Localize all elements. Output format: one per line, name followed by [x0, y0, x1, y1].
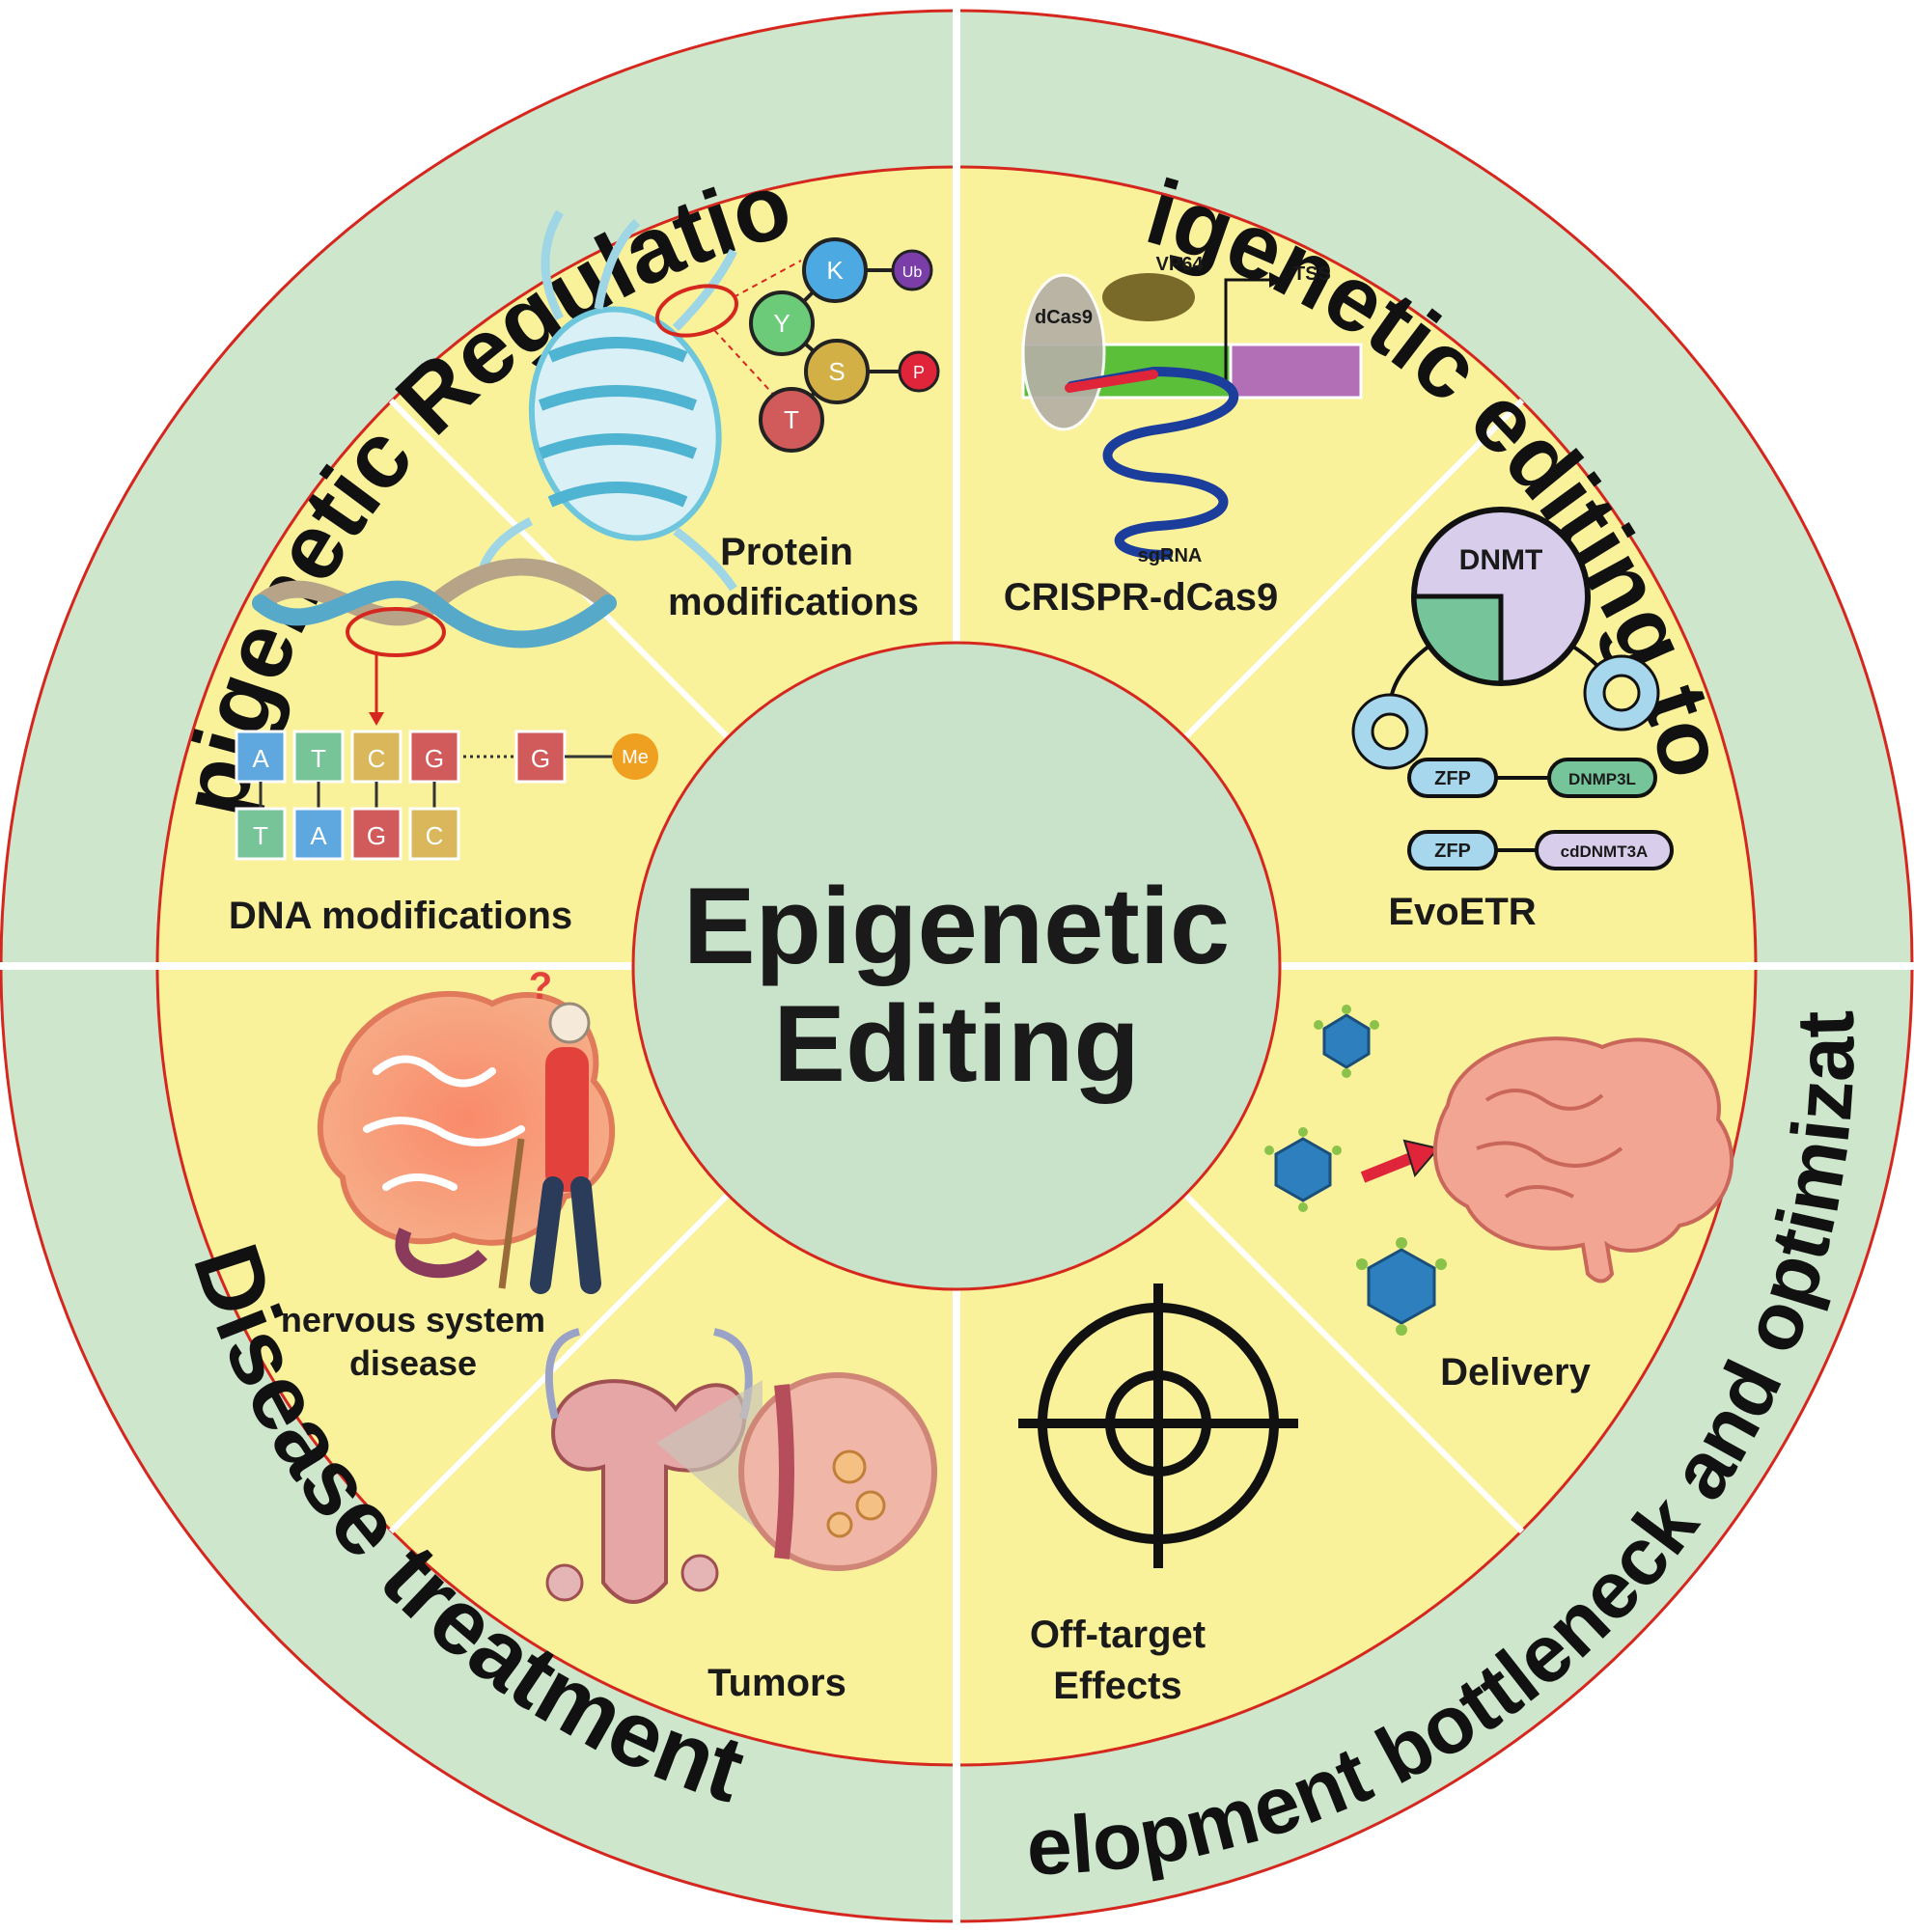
dna-modifications-segment: A T C G G Me T A G C DNA modifications [229, 558, 658, 937]
nucleosome-icon [478, 209, 738, 592]
virus-spikes [1264, 1005, 1447, 1336]
center-disc [631, 641, 1282, 1291]
svg-text:cdDNMT3A: cdDNMT3A [1561, 842, 1649, 861]
svg-text:G: G [425, 744, 444, 773]
svg-text:ZFP: ZFP [1434, 768, 1471, 789]
brain-icon [1432, 1036, 1734, 1283]
base-pair-links [259, 782, 436, 809]
tumors-segment: Tumors [544, 1328, 937, 1704]
bottom-strand: T A G C [235, 807, 460, 861]
tss-arrow [1224, 278, 1269, 386]
crispr-label: CRISPR-dCas9 [1004, 576, 1279, 619]
sgrna-strand [1067, 366, 1239, 560]
crispr-segment: dCas9 VP64 TSS sgRNA CRISPR-dCas9 [1004, 254, 1363, 619]
highlight-ring [654, 284, 739, 338]
protein-label-line1: Protein [720, 531, 853, 573]
svg-text:DNMP3L: DNMP3L [1568, 770, 1636, 788]
svg-text:T: T [784, 405, 799, 434]
svg-text:S: S [828, 357, 845, 386]
sgrna-label: sgRNA [1138, 545, 1203, 566]
offtarget-label-line2: Effects [1053, 1665, 1181, 1707]
tumor-zoom-icon [738, 1372, 937, 1571]
protein-label-line2: modifications [668, 581, 919, 623]
evoetr-label: EvoETR [1388, 891, 1536, 933]
svg-text:Me: Me [622, 747, 649, 768]
svg-text:T: T [311, 744, 326, 773]
dnmt-icon: DNMT [1411, 507, 1591, 686]
svg-text:ZFP: ZFP [1434, 841, 1471, 862]
vp64-domain [1102, 273, 1195, 321]
protein-modifications-segment: K Y S T Ub P Protein modifications [478, 209, 940, 623]
svg-text:P: P [913, 363, 925, 382]
brain-patient-icon: ? [317, 965, 616, 1294]
dna-helix-icon [252, 558, 617, 649]
zoom-wedge [656, 1380, 763, 1534]
residue-t: T [759, 387, 824, 453]
delivery-segment: Delivery [1264, 1005, 1734, 1394]
fusion-construct-2: ZFP cdDNMT3A [1407, 830, 1674, 870]
evoetr-segment: DNMT ZFP DNMP3L ZFP cdDNMT3A EvoETR [1351, 507, 1674, 933]
residue-y: Y [749, 290, 815, 356]
tss-label: TSS [1293, 263, 1331, 285]
crosshair-icon [1018, 1283, 1298, 1568]
svg-text:Ub: Ub [902, 264, 923, 281]
residue-k: K [802, 237, 868, 303]
question-mark: ? [529, 965, 552, 1007]
gene-bar-purple [1229, 343, 1363, 400]
nervous-label-line2: disease [349, 1343, 477, 1383]
residue-s: S [804, 339, 870, 404]
dna-label: DNA modifications [229, 895, 572, 937]
offtarget-segment: Off-target Effects [1018, 1283, 1298, 1707]
dcas9-protein [1021, 273, 1106, 431]
highlight-ring [346, 607, 446, 657]
svg-text:Y: Y [773, 309, 790, 338]
svg-text:K: K [826, 256, 844, 285]
fusion-construct-1: ZFP DNMP3L [1407, 758, 1657, 798]
svg-text:DNMT: DNMT [1459, 544, 1543, 576]
delivery-label: Delivery [1440, 1351, 1591, 1394]
svg-text:G: G [531, 744, 550, 773]
svg-text:C: C [426, 821, 444, 850]
tumors-label: Tumors [707, 1662, 846, 1704]
delivery-arrow [1360, 1152, 1414, 1183]
phosphate-badge: P [898, 350, 940, 393]
nervous-segment: ? nervous system disease [281, 965, 616, 1383]
svg-text:C: C [368, 744, 386, 773]
center-title-line1: Epigenetic [683, 866, 1230, 986]
top-strand: A T C G [235, 730, 460, 784]
ubiquitin-badge: Ub [891, 249, 933, 291]
offtarget-label-line1: Off-target [1030, 1614, 1206, 1656]
svg-text:G: G [367, 821, 386, 850]
methylated-base: G Me [514, 730, 658, 784]
dcas9-label: dCas9 [1035, 307, 1093, 328]
nervous-label-line1: nervous system [281, 1300, 545, 1339]
svg-text:T: T [253, 821, 268, 850]
zinc-finger-icon [1351, 654, 1660, 770]
svg-text:A: A [310, 821, 327, 850]
svg-text:A: A [252, 744, 269, 773]
vp64-label: VP64 [1156, 254, 1205, 275]
center-title-line2: Editing [773, 983, 1139, 1104]
virus-icon [1274, 1013, 1436, 1325]
